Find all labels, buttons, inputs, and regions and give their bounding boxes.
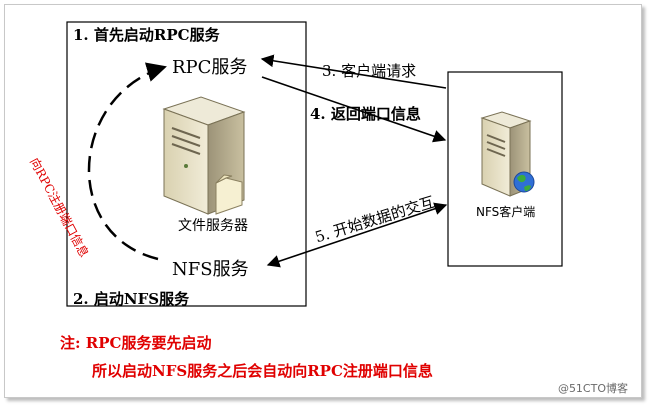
note-line2: 所以启动NFS服务之后会自动向RPC注册端口信息 [92, 362, 433, 380]
step2-label: 2. 启动NFS服务 [73, 290, 190, 308]
client-label: NFS客户端 [476, 205, 536, 219]
register-dashed-arrow [87, 62, 167, 261]
file-server-icon [162, 96, 246, 215]
step3-label: 3. 客户端请求 [322, 62, 417, 80]
step4-label: 4. 返回端口信息 [310, 105, 421, 123]
nfs-service-label: NFS服务 [172, 259, 249, 280]
return-port-arrow [261, 76, 447, 143]
file-server-label: 文件服务器 [178, 218, 248, 234]
data-exchange-arrow [266, 202, 448, 268]
server-box [66, 21, 307, 307]
globe-icon [513, 171, 535, 193]
note-line1: 注: RPC服务要先启动 [60, 334, 212, 352]
request-arrow [260, 54, 447, 89]
watermark: @51CTO博客 [557, 382, 628, 395]
rpc-service-label: RPC服务 [172, 57, 248, 78]
step1-label: 1. 首先启动RPC服务 [73, 26, 220, 44]
client-box [447, 71, 563, 267]
figure-frame [4, 4, 642, 398]
